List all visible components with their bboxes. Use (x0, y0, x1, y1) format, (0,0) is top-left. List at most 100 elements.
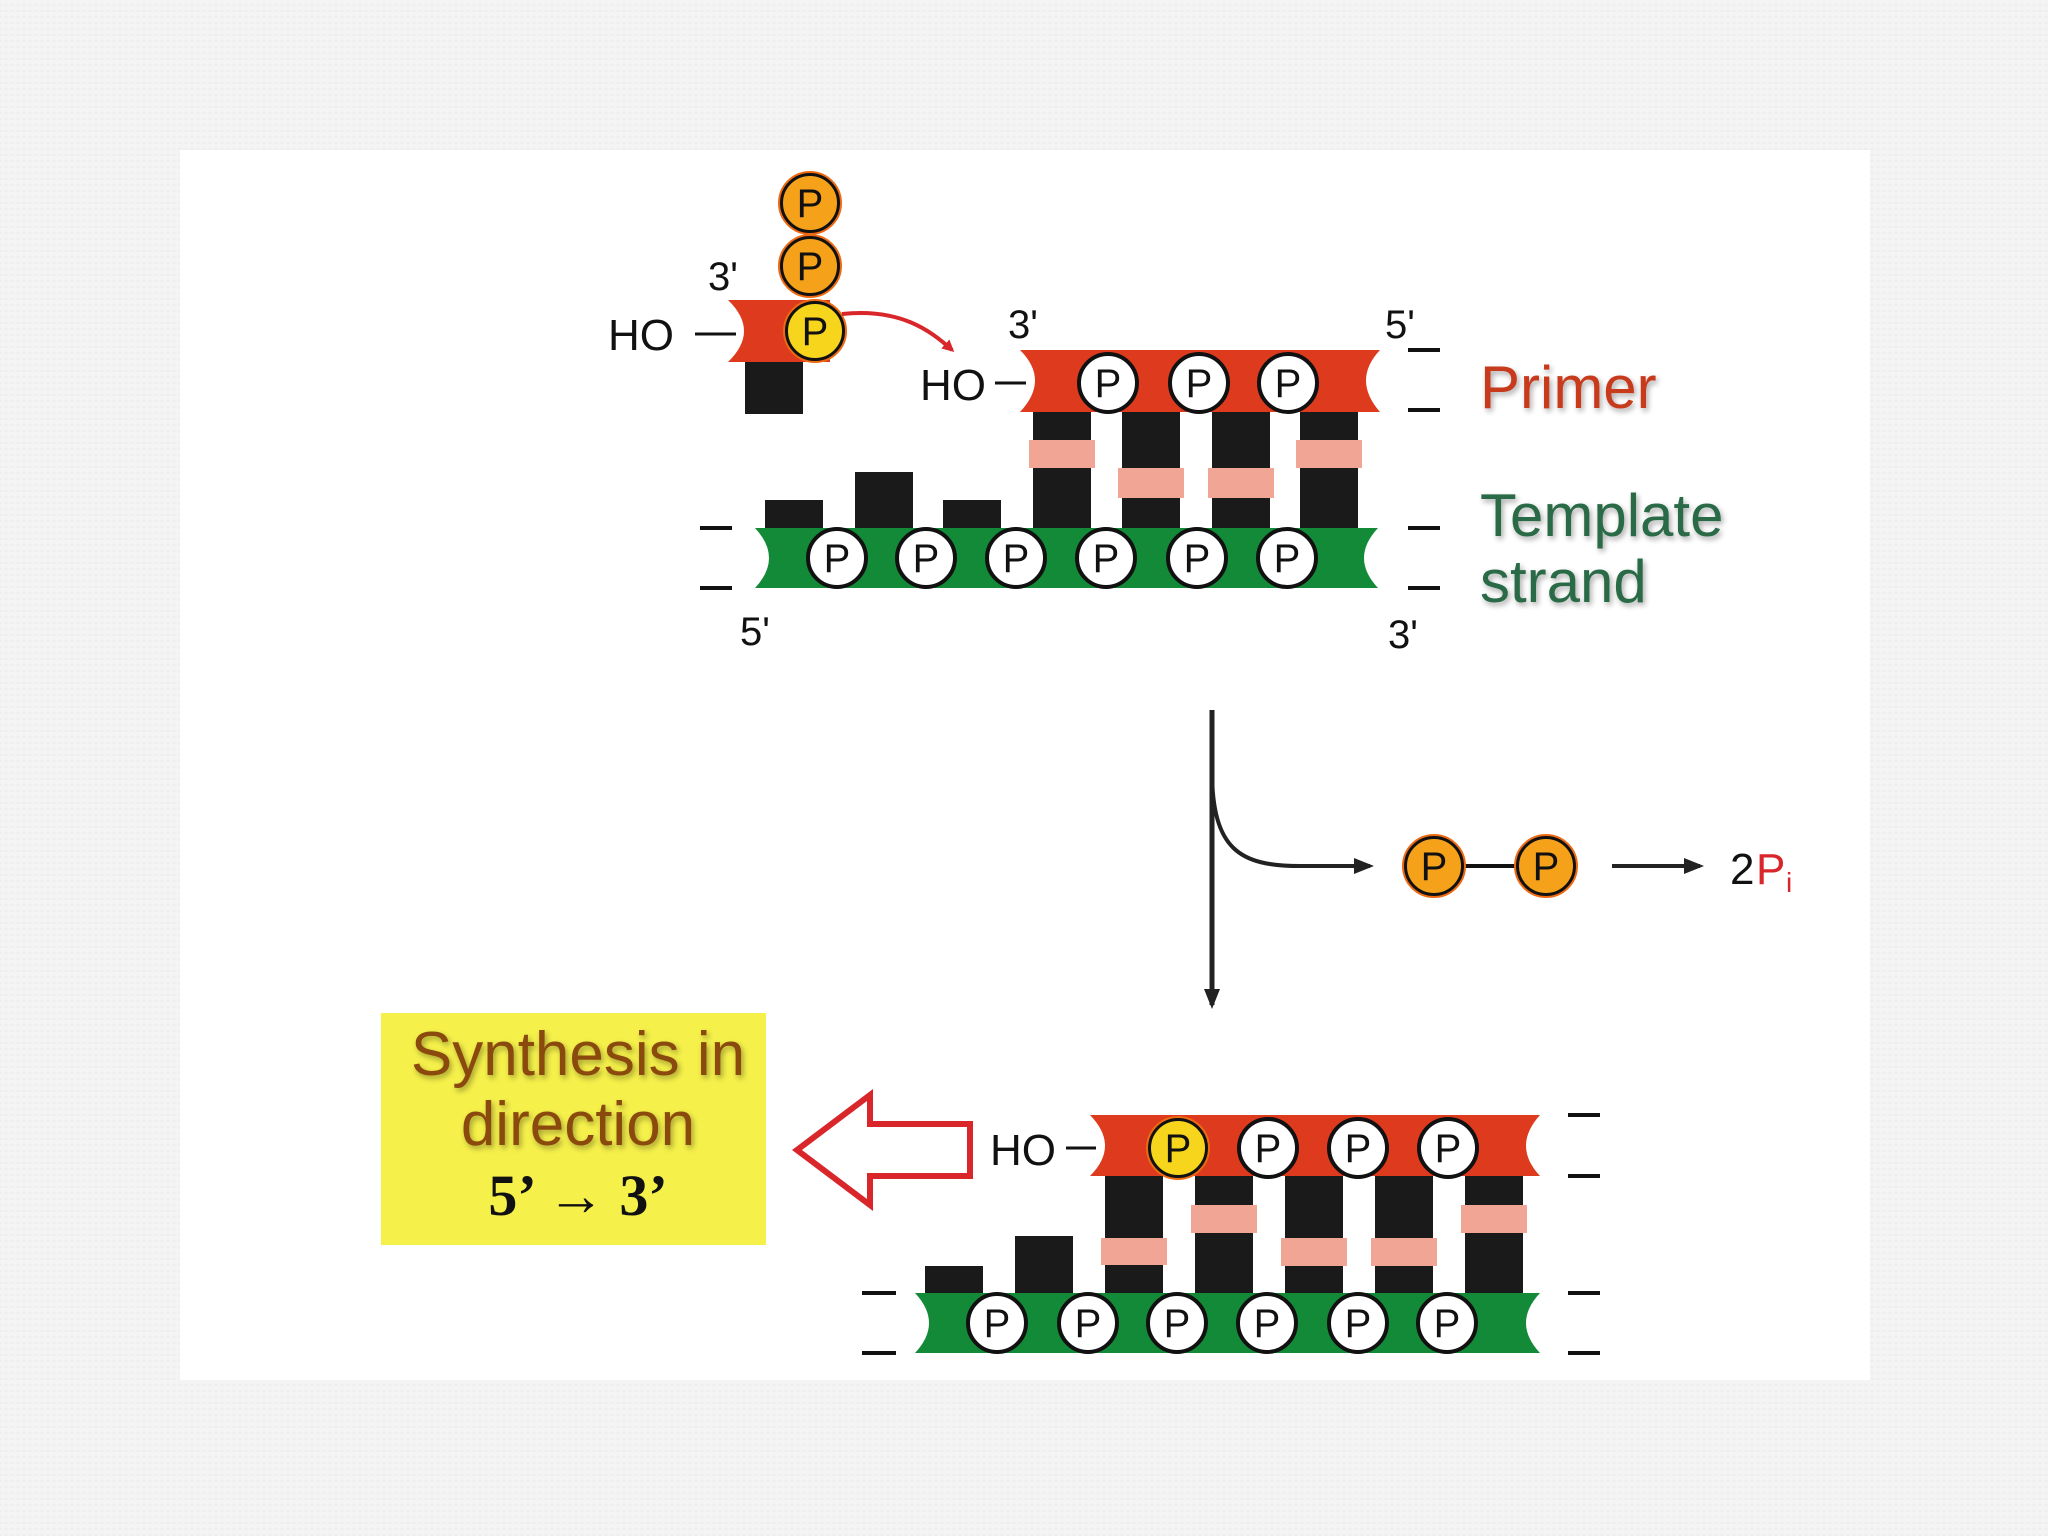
phosphate-symbol: P (797, 245, 824, 289)
triphosphate-group: PPP (778, 171, 847, 363)
base-pair-bond (1029, 440, 1095, 468)
template-base (1285, 1266, 1343, 1293)
template-phosphate: P (895, 527, 957, 589)
template-label-line2: strand (1480, 548, 1647, 615)
phosphate-symbol: P (1164, 1302, 1191, 1346)
alpha-phosphate: P (783, 299, 847, 363)
primer-phosphate: P (1327, 1117, 1389, 1179)
pyrophosphate-p2: P (1514, 834, 1578, 898)
template-phosphate: P (1146, 1292, 1208, 1354)
primer-phosphate: P (1417, 1117, 1479, 1179)
template-phosphate: P (1327, 1292, 1389, 1354)
incoming-base (745, 362, 803, 414)
phosphate-symbol: P (1093, 537, 1120, 581)
base-pair-bond (1101, 1238, 1167, 1265)
template-phosphate: P (1075, 527, 1137, 589)
phosphate-symbol: P (1434, 1302, 1461, 1346)
primer-base (1122, 412, 1180, 468)
phosphate-symbol: P (1075, 1302, 1102, 1346)
template-base (1015, 1236, 1073, 1293)
base-pair-bond (1296, 440, 1362, 468)
callout-box (381, 1013, 766, 1245)
primer-base (1033, 412, 1091, 440)
template-label-line1: Template (1480, 482, 1723, 549)
phosphate-symbol: P (1533, 845, 1560, 889)
top-bases (765, 412, 1362, 528)
primer-ho-label: HO (920, 361, 986, 410)
template-phosphate: P (966, 1292, 1028, 1354)
template-base (1105, 1265, 1163, 1293)
inorganic-phosphate-coefficient: 2 (1730, 845, 1754, 894)
template-phosphate: P (806, 527, 868, 589)
primer-label: Primer (1480, 354, 1657, 421)
primer-base (1300, 412, 1358, 440)
base-pair-bond (1281, 1238, 1347, 1266)
primer-phosphate: P (1077, 352, 1139, 414)
byproduct-branch-arrow (1210, 769, 1374, 874)
base-pair-bond (1118, 468, 1184, 498)
primer-5prime-label: 5' (1385, 303, 1415, 347)
template-base (1195, 1233, 1253, 1293)
bottom-bases (925, 1176, 1527, 1293)
base-pair-bond (1461, 1205, 1527, 1233)
phosphate-symbol: P (1275, 362, 1302, 406)
template-base (1300, 468, 1358, 528)
phosphate-symbol: P (1254, 1302, 1281, 1346)
base-pair-bond (1371, 1238, 1437, 1266)
phosphate-symbol: P (1165, 1127, 1192, 1171)
template-base (1122, 498, 1180, 528)
template-3prime-label: 3' (1388, 613, 1418, 657)
primer-base (1465, 1176, 1523, 1205)
nucleophilic-attack-arrow (841, 311, 955, 353)
gamma-phosphate: P (778, 171, 842, 235)
primer-base (1285, 1176, 1343, 1238)
phosphate-symbol: P (1095, 362, 1122, 406)
callout-line1: Synthesis in (411, 1020, 745, 1089)
template-phosphate: P (1236, 1292, 1298, 1354)
template-phosphate: P (1256, 527, 1318, 589)
pyrophosphate-p1: P (1402, 834, 1466, 898)
template-phosphate: P (985, 527, 1047, 589)
phosphate-symbol: P (1435, 1127, 1462, 1171)
new-phosphodiester-phosphate: P (1146, 1116, 1210, 1180)
template-base (1033, 468, 1091, 528)
template-base (765, 500, 823, 528)
primer-base (1212, 412, 1270, 468)
beta-phosphate: P (778, 234, 842, 298)
primer-base (1105, 1176, 1163, 1238)
incoming-nucleotide: HO 3' (608, 255, 830, 414)
extended-primer-ho-label: HO (990, 1126, 1056, 1175)
callout-line2: direction (461, 1090, 695, 1159)
phosphate-symbol: P (984, 1302, 1011, 1346)
phosphate-symbol: P (1345, 1302, 1372, 1346)
template-phosphate: P (1057, 1292, 1119, 1354)
template-base (1212, 498, 1270, 528)
template-base (855, 472, 913, 528)
base-pair-bond (1191, 1205, 1257, 1233)
incoming-ho-label: HO (608, 311, 674, 360)
base-pair-bond (1208, 468, 1274, 498)
phosphate-symbol: P (1186, 362, 1213, 406)
phosphate-symbol: P (1255, 1127, 1282, 1171)
inorganic-phosphate-subscript: i (1786, 867, 1792, 898)
synthesis-direction-callout: Synthesis in direction 5’ → 3’ (381, 1013, 766, 1245)
phosphate-symbol: P (1421, 845, 1448, 889)
phosphate-symbol: P (913, 537, 940, 581)
template-phosphate: P (1416, 1292, 1478, 1354)
primer-base (1195, 1176, 1253, 1205)
template-base (1465, 1233, 1523, 1293)
template-5prime-label: 5' (740, 610, 770, 654)
direction-arrow (792, 1088, 973, 1212)
phosphate-symbol: P (1345, 1127, 1372, 1171)
inorganic-phosphate-symbol: P (1756, 845, 1785, 894)
phosphate-symbol: P (824, 537, 851, 581)
template-base (925, 1266, 983, 1293)
callout-line3: 5’ → 3’ (488, 1163, 667, 1228)
incoming-3prime-label: 3' (708, 255, 738, 299)
phosphate-symbol: P (1274, 537, 1301, 581)
phosphate-symbol: P (802, 310, 829, 354)
